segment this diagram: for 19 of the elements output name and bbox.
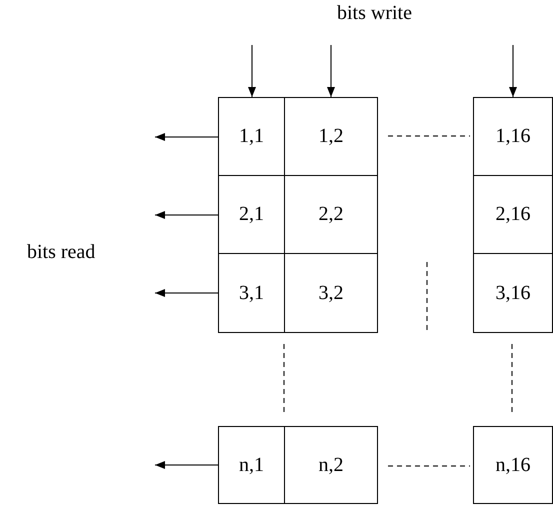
memory-cell: 1,16 — [473, 97, 553, 176]
arrow — [327, 44, 335, 98]
arrow — [154, 133, 218, 141]
memory-cell: 1,1 — [218, 97, 285, 176]
arrow — [154, 289, 218, 297]
memory-cell: 3,2 — [284, 253, 378, 333]
memory-cell: 3,1 — [218, 253, 285, 333]
memory-cell: 1,2 — [284, 97, 378, 176]
memory-cell: n,2 — [284, 426, 378, 504]
arrow — [509, 44, 517, 98]
memory-cell: 2,16 — [473, 175, 553, 254]
arrow — [154, 211, 218, 219]
arrow — [248, 44, 256, 98]
axis-label: bits write — [337, 2, 412, 25]
memory-cell: n,16 — [473, 426, 553, 504]
memory-cell: n,1 — [218, 426, 285, 504]
memory-cell: 3,16 — [473, 253, 553, 333]
arrow — [154, 461, 218, 469]
axis-label: bits read — [27, 241, 96, 264]
